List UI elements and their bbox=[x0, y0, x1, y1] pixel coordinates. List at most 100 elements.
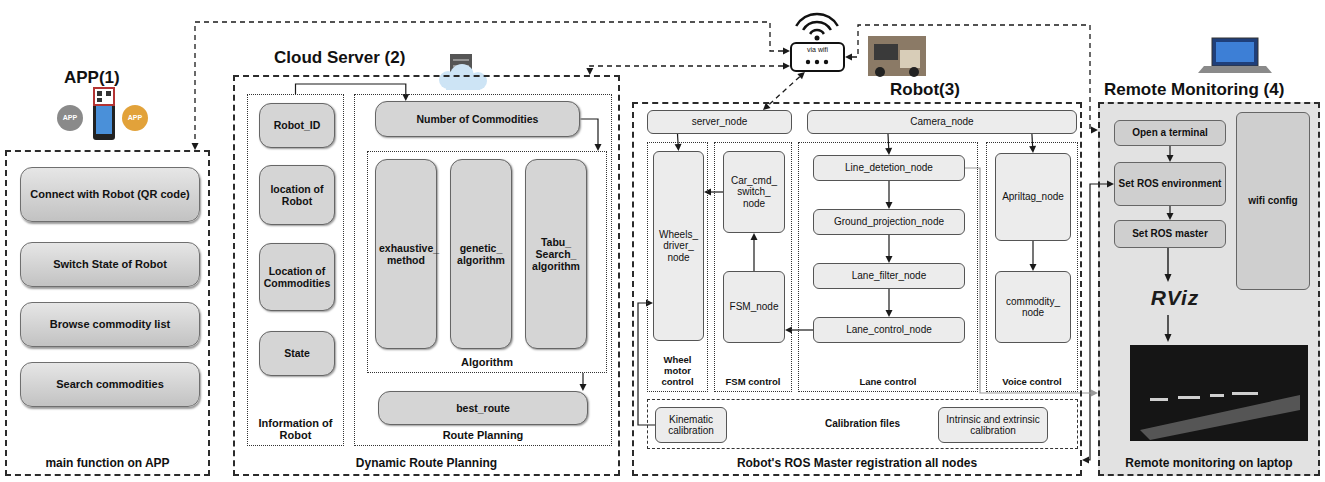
process-box: Tabu_Search_algorithm bbox=[525, 159, 587, 349]
connector-line bbox=[888, 181, 889, 202]
arrow-head bbox=[886, 310, 893, 317]
ros-node-box: Kinematic calibration bbox=[655, 407, 727, 443]
connector-line bbox=[792, 329, 813, 330]
connector-line bbox=[1169, 146, 1170, 155]
wifi-dot bbox=[815, 36, 820, 41]
connector-line bbox=[711, 191, 723, 192]
panel-frame: Robot(3)Robot's ROS Master registration … bbox=[632, 102, 1082, 476]
arrow-head bbox=[1030, 264, 1037, 271]
group-box: Calibration filesKinematic calibrationIn… bbox=[647, 399, 1078, 449]
logo-text: RViz bbox=[1138, 283, 1212, 313]
connector-line bbox=[888, 289, 889, 310]
laptop-base bbox=[1198, 66, 1272, 73]
robot-photo bbox=[874, 44, 898, 60]
app-button: Connect with Robot (QR code) bbox=[20, 167, 200, 222]
arrow-head bbox=[1082, 456, 1089, 463]
group-box: Wheel motor controlWheels_driver_node bbox=[647, 142, 708, 392]
laptop-screen bbox=[1212, 38, 1258, 66]
box-label: Lane_control_node bbox=[814, 322, 964, 338]
box-label: Location of Commodities bbox=[260, 263, 334, 291]
connector-line bbox=[1032, 241, 1033, 264]
panel-frame: APP(1)main function on APPConnect with R… bbox=[5, 150, 210, 476]
icon-text: APP bbox=[122, 113, 148, 123]
arrow-head bbox=[1167, 213, 1174, 220]
step-box: Set ROS environment bbox=[1114, 162, 1226, 206]
rviz-screenshot bbox=[1150, 398, 1168, 401]
group-caption: Robot's ROS Master registration all node… bbox=[636, 457, 1078, 471]
connector bbox=[886, 181, 893, 209]
wifi-arc bbox=[810, 30, 824, 34]
process-box: exhaustive_method bbox=[375, 159, 437, 349]
rviz-screenshot bbox=[1178, 396, 1200, 399]
connector bbox=[1029, 134, 1036, 153]
connector-line bbox=[580, 119, 598, 144]
panel-heading: Robot(3) bbox=[890, 80, 960, 100]
robot-wheel bbox=[909, 67, 919, 77]
ros-node-box: Lane_filter_node bbox=[813, 263, 965, 289]
ros-node-box: Car_cmd_switch_node bbox=[723, 151, 785, 233]
arrow-head bbox=[586, 68, 593, 75]
connector bbox=[763, 72, 805, 110]
arrow-head bbox=[402, 94, 409, 101]
group-box: Information of RobotRobot_IDlocation of … bbox=[247, 94, 344, 446]
ros-node-box: Wheels_driver_node bbox=[653, 151, 704, 341]
arrow-head bbox=[886, 256, 893, 263]
app-button: Switch State of Robot bbox=[20, 242, 200, 287]
phone-screen bbox=[96, 106, 112, 134]
router-led bbox=[815, 60, 819, 64]
step-box: wifi config bbox=[1236, 112, 1310, 290]
group-caption: Dynamic Route Planning bbox=[237, 457, 616, 471]
group-caption: Voice control bbox=[989, 377, 1075, 388]
ros-node-box: Intrinsic and extrinsic calibration bbox=[938, 407, 1048, 443]
connector bbox=[1030, 241, 1037, 271]
group-box: Algorithmexhaustive_methodgenetic_algori… bbox=[367, 151, 607, 373]
arrow-head bbox=[845, 54, 852, 61]
connector-line bbox=[965, 168, 1091, 393]
arrow-head bbox=[885, 148, 892, 155]
connector bbox=[580, 119, 602, 151]
connector bbox=[586, 63, 790, 76]
wifi-arc bbox=[803, 22, 831, 30]
app-icon bbox=[57, 105, 83, 131]
arrow-head bbox=[785, 327, 792, 334]
box-label: Intrinsic and extrinsic calibration bbox=[939, 412, 1047, 439]
box-label: best_route bbox=[379, 400, 587, 416]
arrow-head bbox=[751, 233, 758, 240]
flow-arrow bbox=[1167, 315, 1168, 335]
qr-dot bbox=[106, 91, 111, 96]
box-label: genetic_algorithm bbox=[451, 240, 511, 268]
rviz-screenshot bbox=[1210, 394, 1224, 397]
group-caption: main function on APP bbox=[9, 457, 206, 471]
panel-ground bbox=[1098, 102, 1320, 476]
connector-line bbox=[1169, 206, 1170, 213]
app-icon bbox=[122, 105, 148, 131]
robot-photo bbox=[868, 36, 926, 76]
wifi-arc bbox=[796, 14, 838, 26]
box-label: Line_detetion_node bbox=[814, 160, 964, 176]
group-caption: FSM control bbox=[717, 377, 789, 388]
connector bbox=[579, 373, 586, 391]
group-caption: Information of Robot bbox=[250, 417, 341, 442]
process-box: Number of Commodities bbox=[375, 101, 580, 137]
flow-arrow bbox=[1167, 248, 1168, 275]
arrow-head bbox=[797, 72, 805, 79]
panel-heading: Cloud Server (2) bbox=[274, 48, 405, 68]
ros-node-box: Apriltag_node bbox=[995, 153, 1071, 241]
box-label: Number of Commodities bbox=[376, 111, 579, 127]
qr-icon bbox=[94, 88, 114, 105]
process-box: genetic_algorithm bbox=[450, 159, 512, 349]
box-label: Browse commodity list bbox=[21, 316, 199, 333]
box-label: Tabu_Search_algorithm bbox=[526, 234, 586, 274]
arrow-head bbox=[1091, 127, 1098, 134]
box-label: Switch State of Robot bbox=[21, 256, 199, 273]
box-label: commodity_node bbox=[996, 294, 1070, 321]
arrow-head bbox=[579, 384, 586, 391]
connector-line bbox=[296, 84, 406, 94]
arrow-head bbox=[1029, 146, 1036, 153]
ros-node-box: Lane_control_node bbox=[813, 317, 965, 343]
box-label: exhaustive_method bbox=[376, 240, 436, 268]
connector bbox=[1167, 206, 1174, 220]
router-led bbox=[824, 60, 828, 64]
ros-node-box: Ground_projection_node bbox=[813, 209, 965, 235]
process-box: Robot_ID bbox=[259, 103, 335, 148]
